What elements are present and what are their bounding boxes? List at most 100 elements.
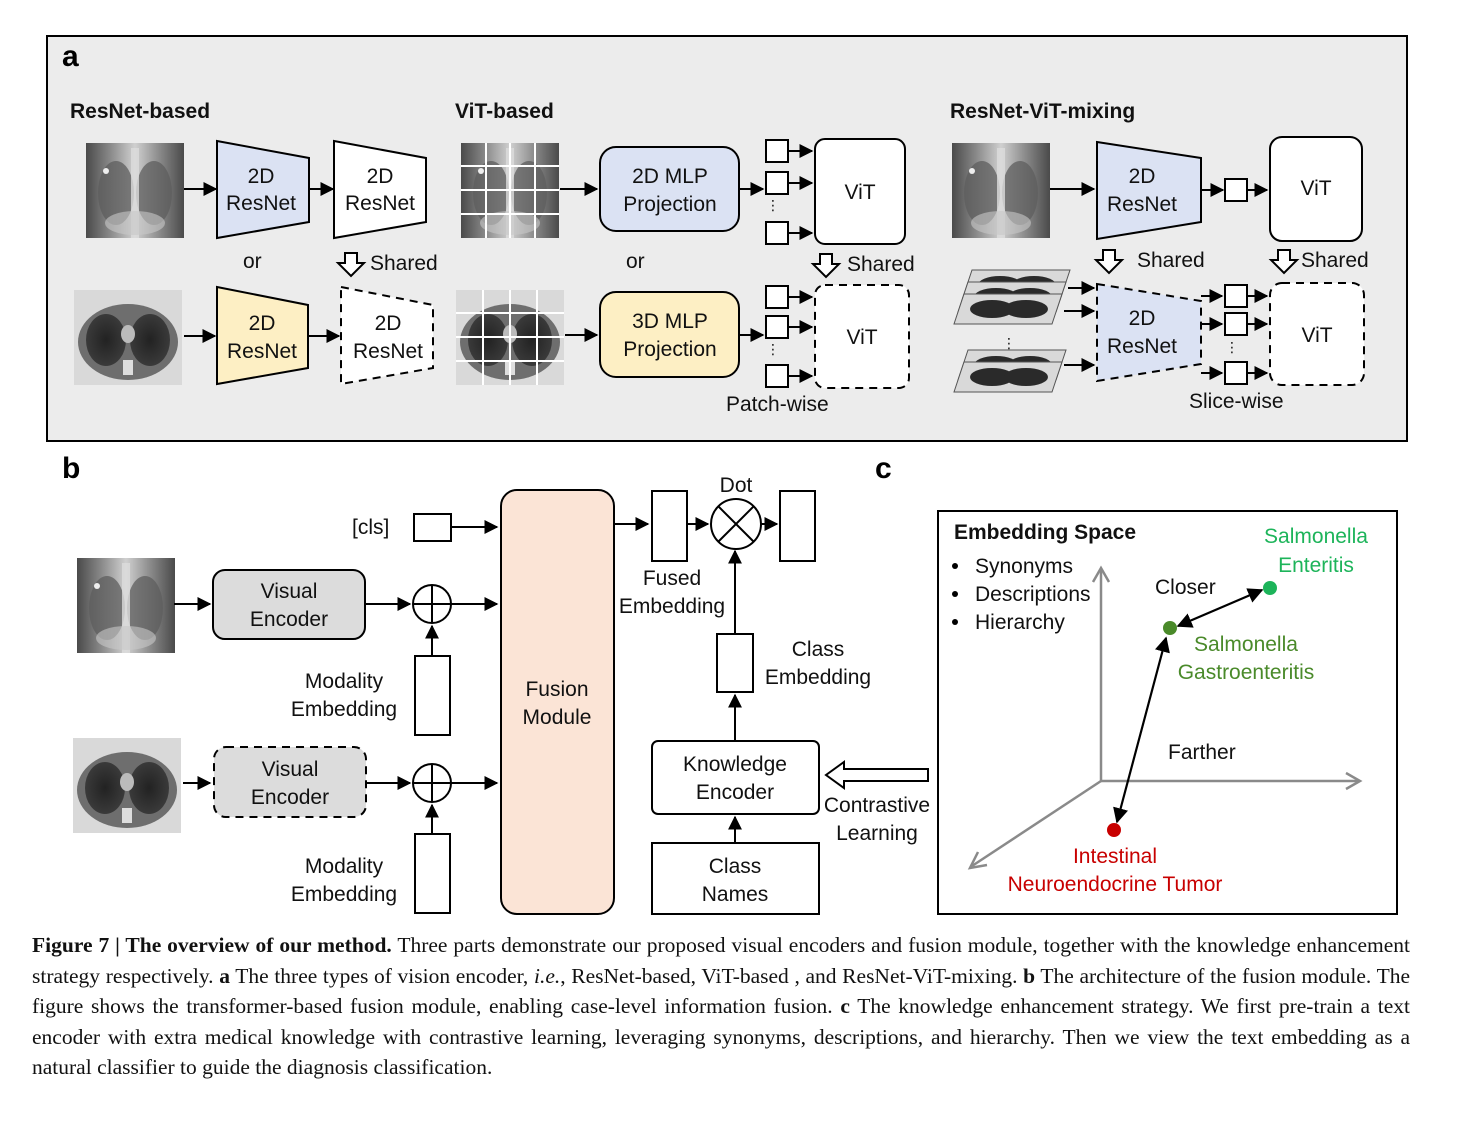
resnet-block-mixing-top [1096, 140, 1202, 241]
label-visual: Visual [261, 580, 318, 603]
point-salmonella-enteritis [1263, 581, 1277, 595]
label-2d: 2D [249, 312, 276, 335]
panel-a-letter: a [62, 40, 79, 73]
embedding-axes [967, 565, 1363, 870]
label-tumor-line2: Neuroendocrine Tumor [1008, 873, 1223, 896]
caption-heading: Figure 7 | The overview of our method. [32, 933, 392, 957]
caption-text-4: The architecture of the fusion module. T… [32, 963, 1410, 1019]
svg-text:⋮: ⋮ [766, 341, 780, 357]
down-arrow-icon [335, 252, 367, 278]
label-closer: Closer [1155, 576, 1216, 599]
caption-ref-a: a [219, 963, 230, 988]
label-contrastive: Contrastive [824, 794, 930, 817]
cls-token-box [413, 513, 452, 542]
caption-text-5: The knowledge enhancement strategy. We f… [32, 994, 1410, 1080]
chest-xray-image [86, 143, 184, 238]
modality-embedding-box [414, 833, 451, 914]
figure-caption: Figure 7 | The overview of our method. T… [32, 930, 1410, 1083]
add-operator-icon [412, 584, 452, 624]
panel-b-letter: b [62, 452, 80, 485]
label-resnet: ResNet [227, 340, 297, 363]
label-embedding: Embedding [765, 666, 871, 689]
label-resnet: ResNet [353, 340, 423, 363]
label-resnet: ResNet [1107, 193, 1177, 216]
label-embedding: Embedding [291, 883, 397, 906]
fused-embedding-box [651, 490, 688, 562]
down-arrow-icon [1093, 249, 1125, 275]
label-class: Class [709, 855, 762, 878]
patch-grid [456, 290, 564, 385]
label-vit: ViT [1300, 177, 1331, 200]
caption-text-1: Three parts demonstrate our proposed vis… [32, 933, 1410, 988]
label-learning: Learning [836, 822, 918, 845]
label-projection: Projection [623, 193, 716, 216]
slice-tokens [1224, 284, 1248, 385]
token-box [1224, 178, 1248, 202]
or-label: or [243, 250, 262, 273]
resnet-block-mixing-bottom [1096, 282, 1202, 383]
contrastive-learning-arrow-icon [824, 760, 929, 790]
resnet-block-top-2 [333, 139, 427, 240]
label-module: Module [523, 706, 592, 729]
label-modality: Modality [305, 855, 384, 878]
figure-diagram: a ResNet-based 2D ResNet 2D ResNet or Sh… [46, 35, 1408, 915]
down-arrow-icon [810, 253, 842, 279]
label-2d: 2D [248, 165, 275, 188]
label-farther: Farther [1168, 741, 1236, 764]
or-label: or [626, 250, 645, 273]
label-vit: ViT [846, 326, 877, 349]
output-logit-box [779, 490, 816, 562]
panel-c-letter: c [875, 452, 892, 485]
label-enteritis-line1: Salmonella [1264, 525, 1368, 548]
mlp-3d-projection-block [599, 291, 740, 378]
cls-token-label: [cls] [352, 516, 389, 539]
svg-text:⋮: ⋮ [766, 197, 780, 213]
ct-image [74, 290, 182, 385]
label-encoder: Encoder [251, 786, 329, 809]
label-2d: 2D [1129, 307, 1156, 330]
embedding-space-title: Embedding Space [954, 521, 1136, 544]
label-fusion: Fusion [525, 678, 588, 701]
patch-tokens-bottom [765, 285, 789, 388]
dot-product-operator-icon [710, 498, 762, 550]
label-2d: 2D [1129, 165, 1156, 188]
caption-text-3: , ResNet-based, ViT-based , and ResNet-V… [560, 963, 1024, 988]
shared-label: Shared [1137, 249, 1205, 272]
label-visual: Visual [262, 758, 319, 781]
svg-text:⋮: ⋮ [1002, 335, 1016, 351]
label-encoder: Encoder [696, 781, 774, 804]
label-names: Names [702, 883, 769, 906]
point-salmonella-gastroenteritis [1163, 621, 1177, 635]
shared-label: Shared [1301, 249, 1369, 272]
bullet-synonyms: Synonyms [975, 555, 1073, 578]
label-fused: Fused [643, 567, 701, 590]
resnet-block-top-1 [216, 139, 310, 240]
ct-image [73, 738, 181, 833]
caption-ref-c: c [840, 994, 850, 1019]
patch-wise-label: Patch-wise [726, 393, 829, 416]
label-embedding: Embedding [291, 698, 397, 721]
resnet-vit-mixing-title: ResNet-ViT-mixing [950, 100, 1135, 123]
shared-label: Shared [370, 252, 438, 275]
label-2d: 2D [367, 165, 394, 188]
label-gastro-line2: Gastroenteritis [1178, 661, 1315, 684]
label-2d-mlp: 2D MLP [632, 165, 708, 188]
caption-text-2: The three types of vision encoder, [229, 963, 534, 988]
bullet-hierarchy: Hierarchy [975, 611, 1065, 634]
label-enteritis-line2: Enteritis [1278, 554, 1354, 577]
class-names-block [651, 842, 820, 915]
resnet-block-bottom-2 [340, 285, 434, 386]
bullet-list: Synonyms Descriptions Hierarchy [952, 555, 1091, 634]
bullet-descriptions: Descriptions [975, 583, 1091, 606]
chest-xray-image [952, 143, 1050, 238]
panel-a-frame [46, 35, 1408, 442]
caption-ie: i.e. [533, 963, 561, 988]
shared-label: Shared [847, 253, 915, 276]
resnet-based-title: ResNet-based [70, 100, 210, 123]
svg-text:⋮: ⋮ [1225, 339, 1239, 355]
chest-xray-image [77, 558, 175, 653]
label-gastro-line1: Salmonella [1194, 633, 1298, 656]
label-resnet: ResNet [226, 192, 296, 215]
label-2d: 2D [375, 312, 402, 335]
patch-grid [461, 143, 559, 238]
